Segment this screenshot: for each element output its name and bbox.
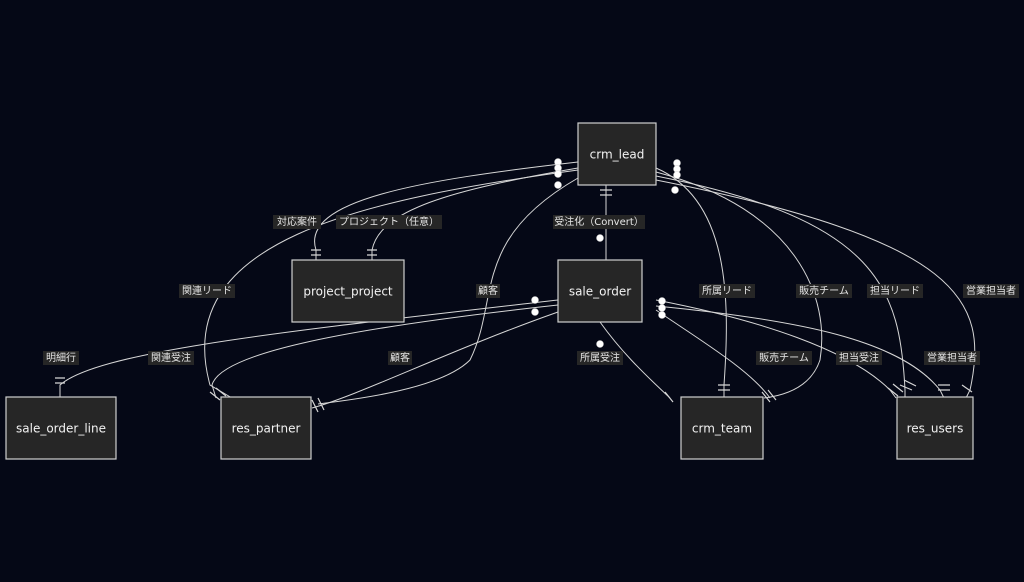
entity-label: sale_order [569,285,631,299]
cardinality-bar [55,377,65,384]
entity-sale-order-line[interactable]: sale_order_line [5,396,117,460]
label-project-lead-optional: プロジェクト（任意） [336,215,442,229]
line-lead-users-a [655,175,906,398]
label-order-team: 所属受注 [577,351,623,365]
label-order-partner: 関連受注 [148,351,194,365]
entity-sale-order[interactable]: sale_order [557,259,643,323]
svg-text:関連リード: 関連リード [182,284,232,297]
cardinality-dot [658,311,666,319]
label-lead-order-convert: 受注化（Convert） [553,215,645,229]
label-order-users-sales: 営業担当者 [924,351,980,365]
cardinality-dot [554,181,562,189]
cardinality-dot [658,304,666,312]
cardinality-dot [658,297,666,305]
entity-label: res_users [907,422,964,436]
cardinality-bar [961,384,973,393]
cardinality-bar [367,249,377,256]
entity-label: crm_team [692,422,752,436]
svg-text:営業担当者: 営業担当者 [966,284,1016,297]
relationship-labels: 対応案件 プロジェクト（任意） 受注化（Convert） 関連リード 顧客 所属… [43,215,1019,365]
svg-text:所属受注: 所属受注 [580,351,620,364]
line-order-users-b [655,305,945,399]
entity-res-partner[interactable]: res_partner [220,396,312,460]
cardinality-dot [531,308,539,316]
label-order-team-sales: 販売チーム [756,351,812,365]
cardinality-bar [899,379,917,391]
svg-text:対応案件: 対応案件 [277,215,317,228]
svg-text:担当受注: 担当受注 [839,351,879,364]
cardinality-bar [761,389,777,403]
cardinality-dot [531,296,539,304]
entity-crm-lead[interactable]: crm_lead [577,122,657,186]
label-order-users: 担当受注 [836,351,882,365]
line-order-line [59,299,559,398]
svg-text:明細行: 明細行 [46,351,76,364]
cardinality-dot [671,186,679,194]
entity-label: crm_lead [590,148,645,162]
line-lead-project-b [371,167,579,260]
svg-text:所属リード: 所属リード [702,285,752,297]
entity-label: res_partner [232,422,301,436]
entity-res-users[interactable]: res_users [896,396,974,460]
label-lead-partner-customer: 顧客 [476,284,500,298]
relationship-lines [59,161,976,409]
cardinality-dot [673,171,681,179]
svg-text:関連受注: 関連受注 [151,351,191,364]
line-lead-team-a [655,167,727,398]
line-order-team-a [599,321,671,399]
entity-label: project_project [303,285,393,299]
line-order-team-b [655,309,771,399]
label-lead-team-sales: 販売チーム [796,284,852,298]
line-lead-partner-a [204,169,579,399]
label-order-line: 明細行 [43,351,79,365]
svg-text:顧客: 顧客 [390,351,410,364]
line-lead-project-a [314,161,579,260]
cardinality-markers [55,158,973,413]
entity-project-project[interactable]: project_project [291,259,405,323]
svg-text:販売チーム: 販売チーム [759,351,809,364]
cardinality-bar [311,397,325,413]
line-order-users-a [655,299,897,399]
cardinality-dot [596,234,604,242]
cardinality-dot [554,170,562,178]
svg-text:担当リード: 担当リード [870,284,920,297]
svg-text:プロジェクト（任意）: プロジェクト（任意） [339,215,439,228]
svg-text:顧客: 顧客 [478,284,498,297]
cardinality-bar [938,384,950,391]
svg-text:販売チーム: 販売チーム [799,284,849,297]
cardinality-bar [718,384,730,391]
entity-crm-team[interactable]: crm_team [680,396,764,460]
cardinality-bar [664,391,674,403]
entity-label: sale_order_line [16,422,106,436]
line-lead-partner-b [317,177,579,405]
label-order-partner-customer: 顧客 [388,351,412,365]
label-lead-project: 対応案件 [273,215,321,229]
cardinality-bar [887,383,904,397]
cardinality-dot [596,340,604,348]
cardinality-bar [311,249,321,256]
label-lead-team: 所属リード [699,284,755,298]
cardinality-bar [209,387,227,401]
line-lead-team-b [655,171,823,399]
label-lead-users: 担当リード [867,284,923,298]
line-order-partner-a [211,304,559,399]
cardinality-bar [600,189,612,196]
label-lead-users-sales: 営業担当者 [963,284,1019,298]
label-lead-partner: 関連リード [179,284,235,298]
line-order-partner-b [311,311,559,409]
svg-text:営業担当者: 営業担当者 [927,351,977,364]
svg-text:受注化（Convert）: 受注化（Convert） [554,215,644,228]
